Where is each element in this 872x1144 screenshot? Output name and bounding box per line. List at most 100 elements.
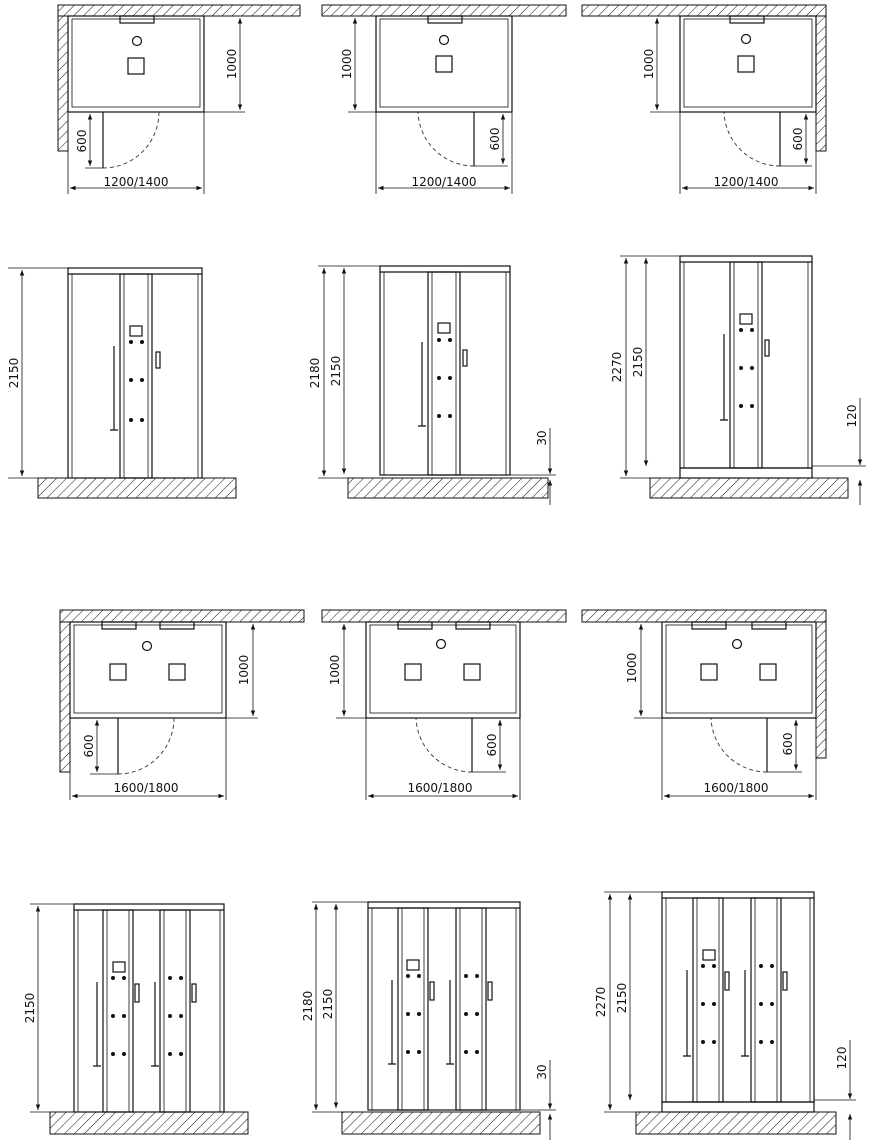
total-height-label: 2270 (610, 352, 624, 383)
shelf-left (101, 621, 137, 630)
door-swing-arc (710, 717, 768, 773)
shower-column-left (397, 907, 429, 1111)
wall-side (815, 621, 827, 759)
base-tray (679, 467, 813, 479)
control-panel-left-icon (134, 983, 140, 1003)
hand-shower-right-icon (151, 982, 159, 1067)
wall-side (815, 15, 827, 152)
elevation-view-6: 2270 2150 120 (594, 891, 856, 1140)
door-swing-arc (417, 111, 475, 167)
shower-column-right (750, 897, 782, 1103)
cabin-outline (365, 621, 521, 719)
seat-right-icon (759, 663, 777, 681)
floor (635, 1111, 837, 1135)
floor (49, 1111, 249, 1135)
door-label: 600 (781, 733, 795, 756)
base-label: 120 (845, 405, 859, 428)
plan-view-1: 1000 1200/1400 600 (57, 4, 301, 194)
shower-column (729, 261, 763, 469)
plan-view-6: 1000 1600/1800 600 (581, 609, 827, 800)
hand-shower-left-icon (93, 982, 101, 1067)
cabin-outline (69, 621, 227, 719)
control-panel-icon (462, 349, 468, 367)
overhead-shower-icon (112, 961, 126, 973)
cabin-front (67, 267, 203, 479)
cabin-height-label: 2150 (321, 989, 335, 1020)
shelf-left (397, 621, 433, 630)
depth-label: 1000 (625, 653, 639, 684)
shelf (729, 15, 765, 24)
wall-top (57, 4, 301, 17)
shower-column-right (455, 907, 487, 1111)
width-label: 1200/1400 (411, 175, 476, 189)
total-height-label: 2180 (308, 358, 322, 389)
control-panel-icon (764, 339, 770, 357)
shower-head-icon (141, 640, 153, 652)
base-label: 120 (835, 1047, 849, 1070)
floor (341, 1111, 541, 1135)
cabin-inner (683, 18, 813, 108)
shelf-left (691, 621, 727, 630)
control-panel-right-icon (487, 981, 493, 1001)
cabin-outline (375, 15, 513, 113)
depth-label: 1000 (340, 49, 354, 80)
depth-label: 1000 (237, 655, 251, 686)
seat-left-icon (700, 663, 718, 681)
wall-side (59, 621, 71, 773)
seat-left-icon (109, 663, 127, 681)
cabin-inner (379, 18, 509, 108)
hand-shower-icon (720, 334, 728, 421)
shower-column-right (159, 909, 191, 1113)
elevation-view-1: 2150 (7, 267, 237, 499)
shower-head-icon (131, 35, 143, 47)
shelf (427, 15, 463, 24)
door-swing-arc (415, 717, 473, 773)
elevation-view-3: 2270 2150 120 (610, 255, 866, 505)
base-tray (661, 1101, 815, 1113)
control-panel-icon (155, 351, 161, 369)
wall-top (581, 4, 827, 17)
total-height-label: 2270 (594, 987, 608, 1018)
overhead-shower-icon (437, 322, 451, 334)
cabin-front (367, 901, 521, 1111)
hand-shower-left-icon (683, 970, 691, 1057)
control-panel-left-icon (724, 971, 730, 991)
cabin-front (73, 903, 225, 1113)
shower-head-icon (740, 33, 752, 45)
cabin-height-label: 2150 (631, 347, 645, 378)
cabin-inner (665, 624, 813, 714)
wall-side (57, 15, 69, 152)
depth-label: 1000 (328, 655, 342, 686)
plan-view-4: 1000 1600/1800 600 (59, 609, 305, 800)
plan-view-5: 1000 1600/1800 600 (321, 609, 567, 800)
cabin-front (379, 265, 511, 476)
height-label: 2150 (7, 358, 21, 389)
control-panel-right-icon (191, 983, 197, 1003)
cabin-inner (369, 624, 517, 714)
width-label: 1200/1400 (713, 175, 778, 189)
shower-head-icon (731, 638, 743, 650)
wall-top (321, 4, 567, 17)
cabin-outline (661, 621, 817, 719)
cabin-inner (73, 624, 223, 714)
door-swing-arc (723, 111, 781, 167)
hand-shower-right-icon (446, 980, 454, 1065)
width-label: 1600/1800 (113, 781, 178, 795)
plan-view-2: 1000 1200/1400 600 (321, 4, 567, 194)
elevation-view-4: 2150 (23, 903, 249, 1135)
seat-icon (435, 55, 453, 73)
seat-icon (127, 57, 145, 75)
door-swing-arc (102, 111, 160, 169)
door-label: 600 (82, 735, 96, 758)
seat-right-icon (463, 663, 481, 681)
floor (37, 477, 237, 499)
cabin-height-label: 2150 (329, 356, 343, 387)
control-panel-left-icon (429, 981, 435, 1001)
shelf-right (455, 621, 491, 630)
hand-shower-icon (110, 346, 118, 431)
overhead-shower-icon (129, 325, 143, 337)
depth-label: 1000 (642, 49, 656, 80)
base-label: 30 (535, 1064, 549, 1079)
overhead-shower-icon (702, 949, 716, 961)
